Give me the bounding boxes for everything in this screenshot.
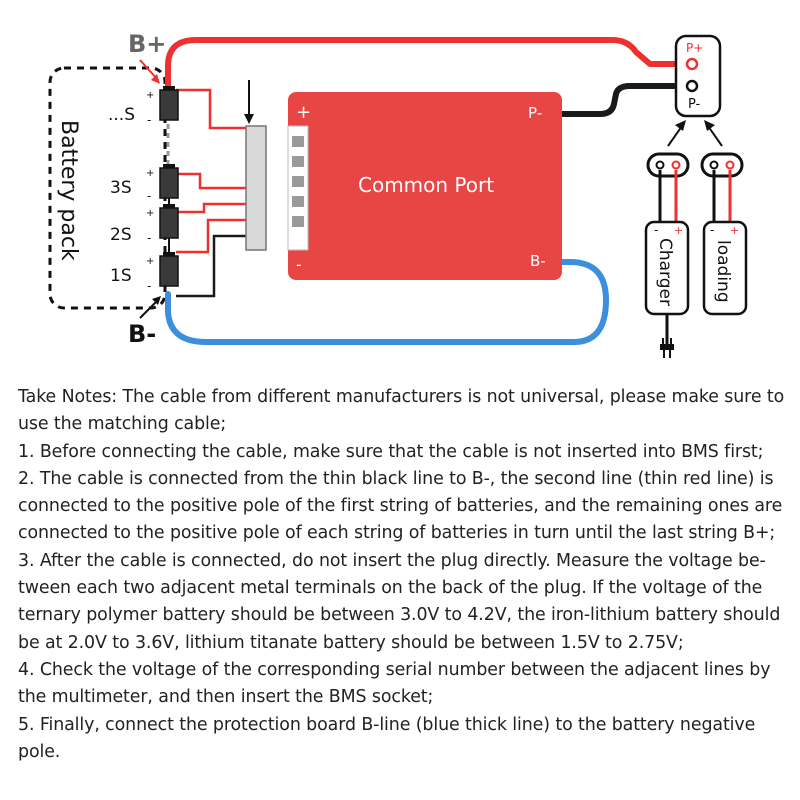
output-terminal-block [674, 34, 722, 118]
note-item: 2. The cable is connected from the thin … [18, 468, 783, 544]
bplus-thick-wire [165, 37, 691, 91]
cell-plus-sign: + [146, 256, 154, 267]
cell-minus-sign: - [147, 189, 151, 203]
notes-section: Take Notes: The cable from different man… [18, 384, 788, 766]
board-bminus-label: B- [530, 252, 546, 270]
charger-arrow [667, 125, 683, 147]
loading-arrow [707, 125, 723, 147]
loading-device [700, 152, 748, 316]
balance-wire-1s [176, 218, 248, 254]
board-title: Common Port [358, 173, 494, 197]
pminus-thick-wire [559, 83, 691, 117]
balance-connector-plug [245, 125, 267, 251]
cell-label: ...S [108, 105, 135, 125]
board-pminus-label: P- [528, 104, 542, 122]
loading-label: loading [713, 240, 733, 303]
cell-plus-sign: + [146, 168, 154, 179]
cell-minus-sign: - [147, 279, 151, 293]
charger-minus: - [654, 223, 658, 237]
battery-pack-label: Battery pack [56, 120, 81, 261]
cell-minus-sign: - [147, 113, 151, 127]
note-item: 1. Before connecting the cable, make sur… [18, 441, 764, 462]
bminus-thick-wire [165, 259, 609, 345]
balance-wire-2s [176, 202, 248, 214]
bminus-arrowhead [152, 296, 161, 305]
bms-board [288, 92, 562, 280]
cell-plus-sign: + [146, 90, 154, 101]
loading-plus: + [730, 224, 739, 237]
cell-label: 3S [110, 178, 132, 198]
charger-device [644, 152, 690, 358]
loading-minus: - [710, 223, 714, 237]
port-pminus-label: P- [688, 97, 701, 112]
cell-minus-sign: - [147, 231, 151, 245]
bminus-label: B- [128, 320, 156, 348]
note-item: 3. After the cable is connected, do not … [18, 550, 781, 653]
charger-arrowhead [675, 120, 686, 131]
charger-plus: + [674, 224, 683, 237]
pminus-terminal [685, 79, 699, 93]
note-item: 5. Finally, connect the protection board… [18, 714, 756, 762]
loading-arrowhead [704, 120, 715, 131]
note-item: 4. Check the voltage of the correspondin… [18, 659, 771, 708]
board-plus: + [296, 102, 311, 123]
balance-wire-bminus [176, 234, 248, 298]
cell-label: 2S [110, 225, 132, 245]
bplus-label: B+ [128, 30, 166, 58]
port-pplus-label: P+ [686, 41, 703, 55]
battery-cell [159, 252, 179, 287]
cell-label: 1S [110, 266, 132, 286]
plug-arrowhead [244, 114, 254, 124]
balance-wire-3s [176, 172, 248, 190]
battery-cell [159, 164, 179, 199]
board-socket-pins [292, 136, 304, 227]
pplus-terminal [685, 57, 699, 71]
balance-wire-s [176, 88, 248, 130]
board-minus: - [296, 255, 302, 274]
battery-cell [159, 86, 179, 121]
cell-plus-sign: + [146, 208, 154, 219]
charger-label: Charger [655, 238, 675, 306]
bminus-arrow [139, 299, 159, 319]
bplus-arrowhead [151, 74, 160, 84]
bms-wiring-diagram: Battery pack ...S 3S 2S 1S + - + - + - +… [48, 30, 748, 358]
battery-cell [159, 204, 179, 239]
notes-intro: Take Notes: The cable from different man… [18, 387, 785, 435]
